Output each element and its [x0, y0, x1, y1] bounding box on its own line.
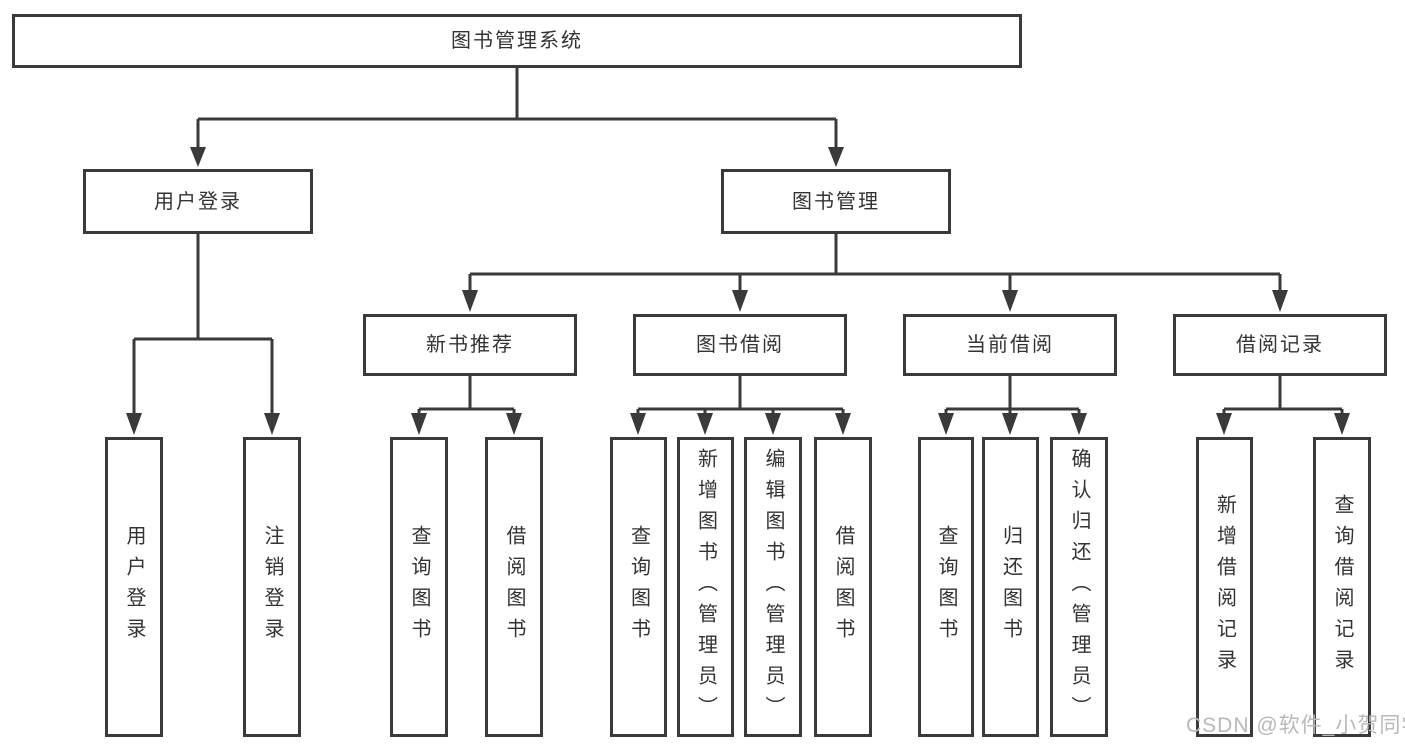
connector-segments: [132, 68, 1344, 415]
leaf-confirm-return-admin: 确认归还（管理员）: [1050, 437, 1108, 737]
leaf-query-books-current: 查询图书: [918, 437, 974, 737]
node-borrowing-records: 借阅记录: [1173, 314, 1387, 376]
node-book-borrowing: 图书借阅: [633, 314, 847, 376]
leaf-query-books-borrowing: 查询图书: [610, 437, 667, 737]
leaf-borrow-books: 借阅图书: [814, 437, 872, 737]
leaf-return-books: 归还图书: [982, 437, 1039, 737]
node-new-book-recommendation: 新书推荐: [363, 314, 577, 376]
leaf-user-login: 用户登录: [105, 437, 163, 737]
node-book-management: 图书管理: [721, 169, 951, 234]
node-user-login: 用户登录: [83, 169, 313, 234]
node-root: 图书管理系统: [12, 14, 1022, 68]
leaf-query-borrow-record: 查询借阅记录: [1313, 437, 1371, 737]
leaf-edit-books-admin: 编辑图书（管理员）: [744, 437, 802, 737]
leaf-borrow-books-recommend: 借阅图书: [485, 437, 543, 737]
leaf-logout: 注销登录: [243, 437, 301, 737]
arrowheads: [126, 147, 1350, 435]
node-current-borrowing: 当前借阅: [903, 314, 1117, 376]
leaf-query-books-recommend: 查询图书: [390, 437, 448, 737]
leaf-add-books-admin: 新增图书（管理员）: [677, 437, 734, 737]
leaf-add-borrow-record: 新增借阅记录: [1196, 437, 1253, 737]
watermark-text: CSDN @软件_小贺同学: [1186, 714, 1405, 737]
